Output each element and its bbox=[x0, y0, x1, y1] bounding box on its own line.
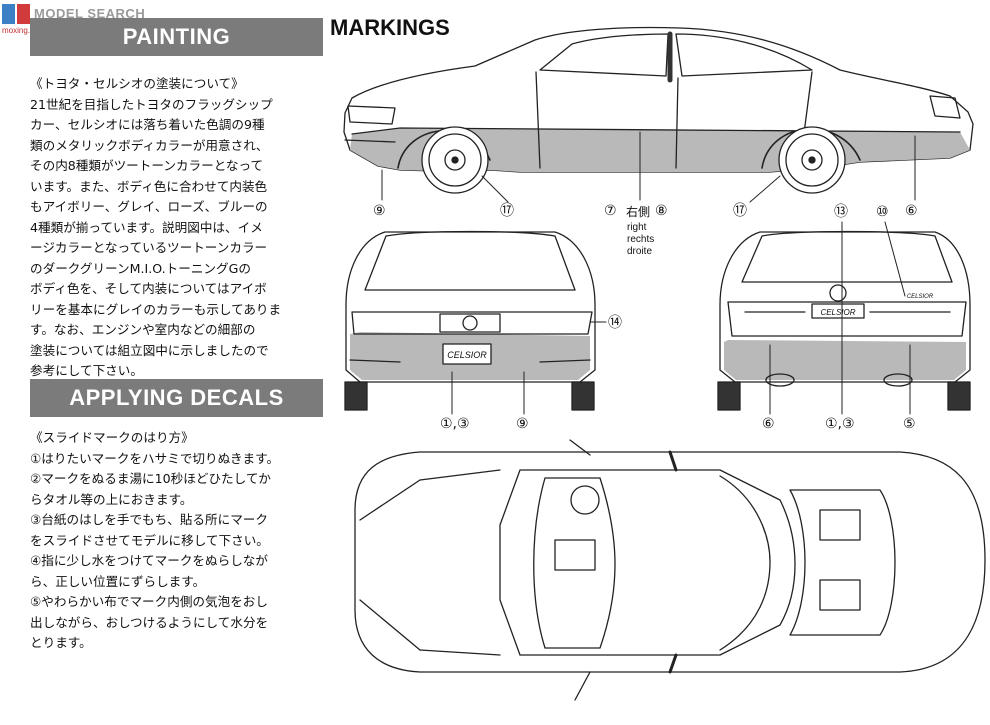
decals-line: らタオル等の上におきます。 bbox=[30, 491, 193, 507]
watermark-brand: MODEL SEARCH bbox=[34, 6, 146, 21]
decals-line: ④指に少し水をつけてマークをぬらしなが bbox=[30, 553, 268, 568]
callout-rear-1-3: ①,③ bbox=[825, 416, 855, 432]
callout-front-1-3: ①,③ bbox=[440, 416, 470, 432]
decals-line: ③台紙のはしを手でもち、貼る所にマーク bbox=[30, 512, 268, 527]
painting-line: ボディ色を、そして内装についてはアイボ bbox=[30, 281, 267, 296]
callout-front-14: ⑭ bbox=[608, 315, 622, 331]
front-plate-text: CELSIOR bbox=[447, 350, 487, 360]
car-front-view bbox=[344, 230, 607, 415]
rear-badge-text: CELSIOR bbox=[907, 294, 934, 300]
decals-heading: APPLYING DECALS bbox=[30, 379, 323, 417]
painting-line: ージカラーとなっているツートーンカラー bbox=[30, 240, 268, 255]
markings-title: MARKINGS bbox=[330, 15, 450, 40]
callout-rear-5: ⑤ bbox=[903, 416, 916, 432]
decals-line: 出しながら、おしつけるようにして水分を bbox=[30, 614, 269, 630]
painting-line: リーを基本にグレイのカラーも示してありま bbox=[30, 301, 282, 317]
painting-line: 21世紀を目指したトヨタのフラッグシップ bbox=[30, 96, 273, 112]
painting-line: います。また、ボディ色に合わせて内装色 bbox=[30, 178, 268, 194]
decals-line: ら、正しい位置にずらします。 bbox=[30, 573, 206, 589]
painting-line: カー、セルシオには落ち着いた色調の9種 bbox=[30, 117, 265, 132]
callout-side-7: ⑦ bbox=[604, 203, 617, 219]
callout-rear-6: ⑥ bbox=[762, 416, 775, 432]
decals-line: をスライドさせてモデルに移して下さい。 bbox=[30, 532, 269, 548]
painting-line: す。なお、エンジンや室内などの細部の bbox=[30, 322, 256, 337]
painting-line: 参考にして下さい。 bbox=[30, 363, 143, 378]
label-right: right bbox=[627, 222, 647, 233]
callout-side-17-front: ⑰ bbox=[500, 203, 514, 219]
label-rechts: rechts bbox=[627, 234, 655, 245]
painting-text: 《トヨタ・セルシオの塗装について》 21世紀を目指したトヨタのフラッグシップ カ… bbox=[30, 74, 328, 382]
side-language-labels: right rechts droite bbox=[627, 222, 654, 258]
painting-line: 塗装については組立図中に示しましたので bbox=[30, 342, 269, 358]
painting-line: もアイボリー、グレイ、ローズ、ブルーの bbox=[30, 199, 268, 214]
callout-rear-13: ⑬ bbox=[834, 204, 848, 220]
decals-text: 《スライドマークのはり方》 ①はりたいマークをハサミで切りぬきます。 ②マークを… bbox=[30, 428, 328, 654]
painting-line: のダークグリーンM.I.O.トーニングGの bbox=[30, 260, 251, 276]
painting-line: 《トヨタ・セルシオの塗装について》 bbox=[30, 76, 244, 91]
painting-line: その内8種類がツートーンカラーとなって bbox=[30, 158, 264, 173]
painting-line: 4種類が揃っています。説明図中は、イメ bbox=[30, 219, 263, 235]
callout-side-8: ⑧ bbox=[655, 203, 668, 219]
car-top-view bbox=[354, 439, 986, 701]
painting-line: 類のメタリックボディカラーが用意され、 bbox=[30, 137, 269, 153]
car-side-view bbox=[343, 26, 974, 203]
car-rear-view bbox=[717, 221, 971, 415]
callout-side-17-rear: ⑰ bbox=[733, 203, 747, 219]
callout-front-9: ⑨ bbox=[516, 416, 529, 432]
decals-line: ⑤やわらかい布でマーク内側の気泡をおし bbox=[30, 594, 268, 609]
callout-side-9: ⑨ bbox=[373, 203, 386, 219]
watermark-logo-icon bbox=[2, 4, 30, 24]
decals-line: ①はりたいマークをハサミで切りぬきます。 bbox=[30, 450, 280, 466]
callout-rear-10: ⑩ bbox=[876, 204, 889, 220]
callout-side-7-label: 右側 bbox=[626, 205, 651, 219]
painting-heading: PAINTING bbox=[30, 18, 323, 56]
callout-side-6: ⑥ bbox=[905, 203, 918, 219]
decals-line: ②マークをぬるま湯に10秒ほどひたしてか bbox=[30, 471, 272, 486]
decals-line: 《スライドマークのはり方》 bbox=[30, 430, 194, 445]
rear-plate-text: CELSIOR bbox=[820, 308, 855, 317]
decals-line: とります。 bbox=[30, 635, 92, 650]
label-droite: droite bbox=[627, 246, 653, 257]
